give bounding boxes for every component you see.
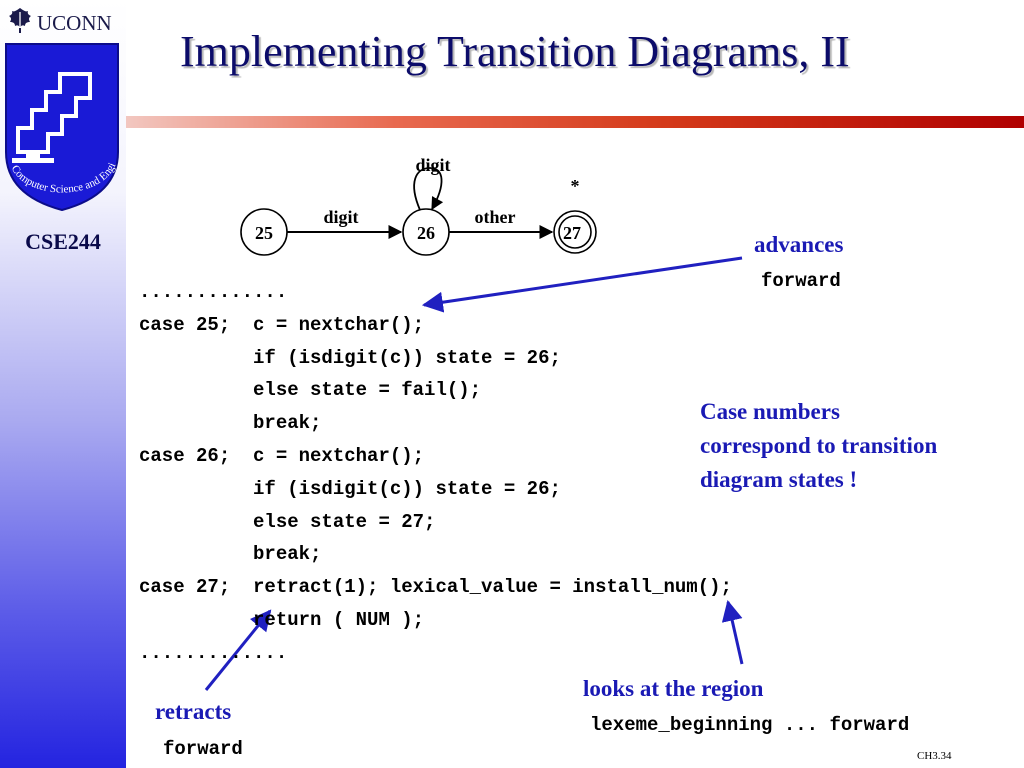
advances-note: advances — [754, 232, 844, 257]
code-line: return ( NUM ); — [139, 608, 425, 631]
slide-number: CH3.34 — [917, 750, 952, 762]
loop-26-label: digit — [415, 155, 450, 175]
code-line: else state = 27; — [139, 510, 436, 533]
title-rule — [126, 116, 1024, 128]
university-name: UCONN — [37, 11, 112, 35]
case-numbers-line: correspond to transition — [700, 433, 938, 458]
oak-leaf-icon — [9, 8, 31, 33]
code-line: else state = fail(); — [139, 379, 482, 402]
uconn-logo: UCONN — [6, 6, 121, 35]
retract-star: * — [571, 176, 580, 196]
advances-forward: forward — [761, 270, 841, 292]
state-25-circle — [240, 208, 288, 256]
code-line: ............. — [139, 281, 288, 303]
case-numbers-note: Case numbers correspond to transition di… — [700, 395, 937, 497]
course-label: CSE244 — [25, 229, 101, 254]
computer-science-logo: Computer Science and Engineering — [2, 40, 119, 212]
edge-26-27-label: other — [475, 207, 516, 227]
state-25-label: 25 — [255, 223, 273, 243]
code-line: case 25; c = nextchar(); — [139, 313, 425, 336]
state-26-circle — [402, 208, 450, 256]
looks-at-note: looks at the region — [583, 676, 764, 701]
retracts-note: retracts — [155, 699, 232, 724]
retracts-forward: forward — [163, 738, 243, 760]
state-27-inner-circle — [558, 215, 592, 249]
loop-26 — [413, 167, 444, 211]
state-27-outer-circle — [553, 210, 597, 254]
edge-25-26-label: digit — [323, 207, 358, 227]
state-26-label: 26 — [417, 223, 435, 243]
state-27-label: 27 — [563, 223, 581, 243]
code-line: if (isdigit(c)) state = 26; — [139, 346, 561, 369]
case-numbers-line: Case numbers — [700, 399, 840, 424]
code-line: ............. — [139, 641, 288, 664]
code-line: case 27; retract(1); lexical_value = ins… — [139, 576, 732, 599]
case-numbers-line: diagram states ! — [700, 467, 858, 492]
code-block: ............. case 25; c = nextchar(); if… — [139, 276, 732, 670]
code-line: case 26; c = nextchar(); — [139, 444, 425, 467]
code-line: break; — [139, 412, 322, 435]
code-line: if (isdigit(c)) state = 26; — [139, 477, 561, 500]
code-line: break; — [139, 543, 322, 566]
slide-title: Implementing Transition Diagrams, II — [180, 27, 850, 76]
lexeme-range: lexeme_beginning ... forward — [590, 714, 910, 736]
